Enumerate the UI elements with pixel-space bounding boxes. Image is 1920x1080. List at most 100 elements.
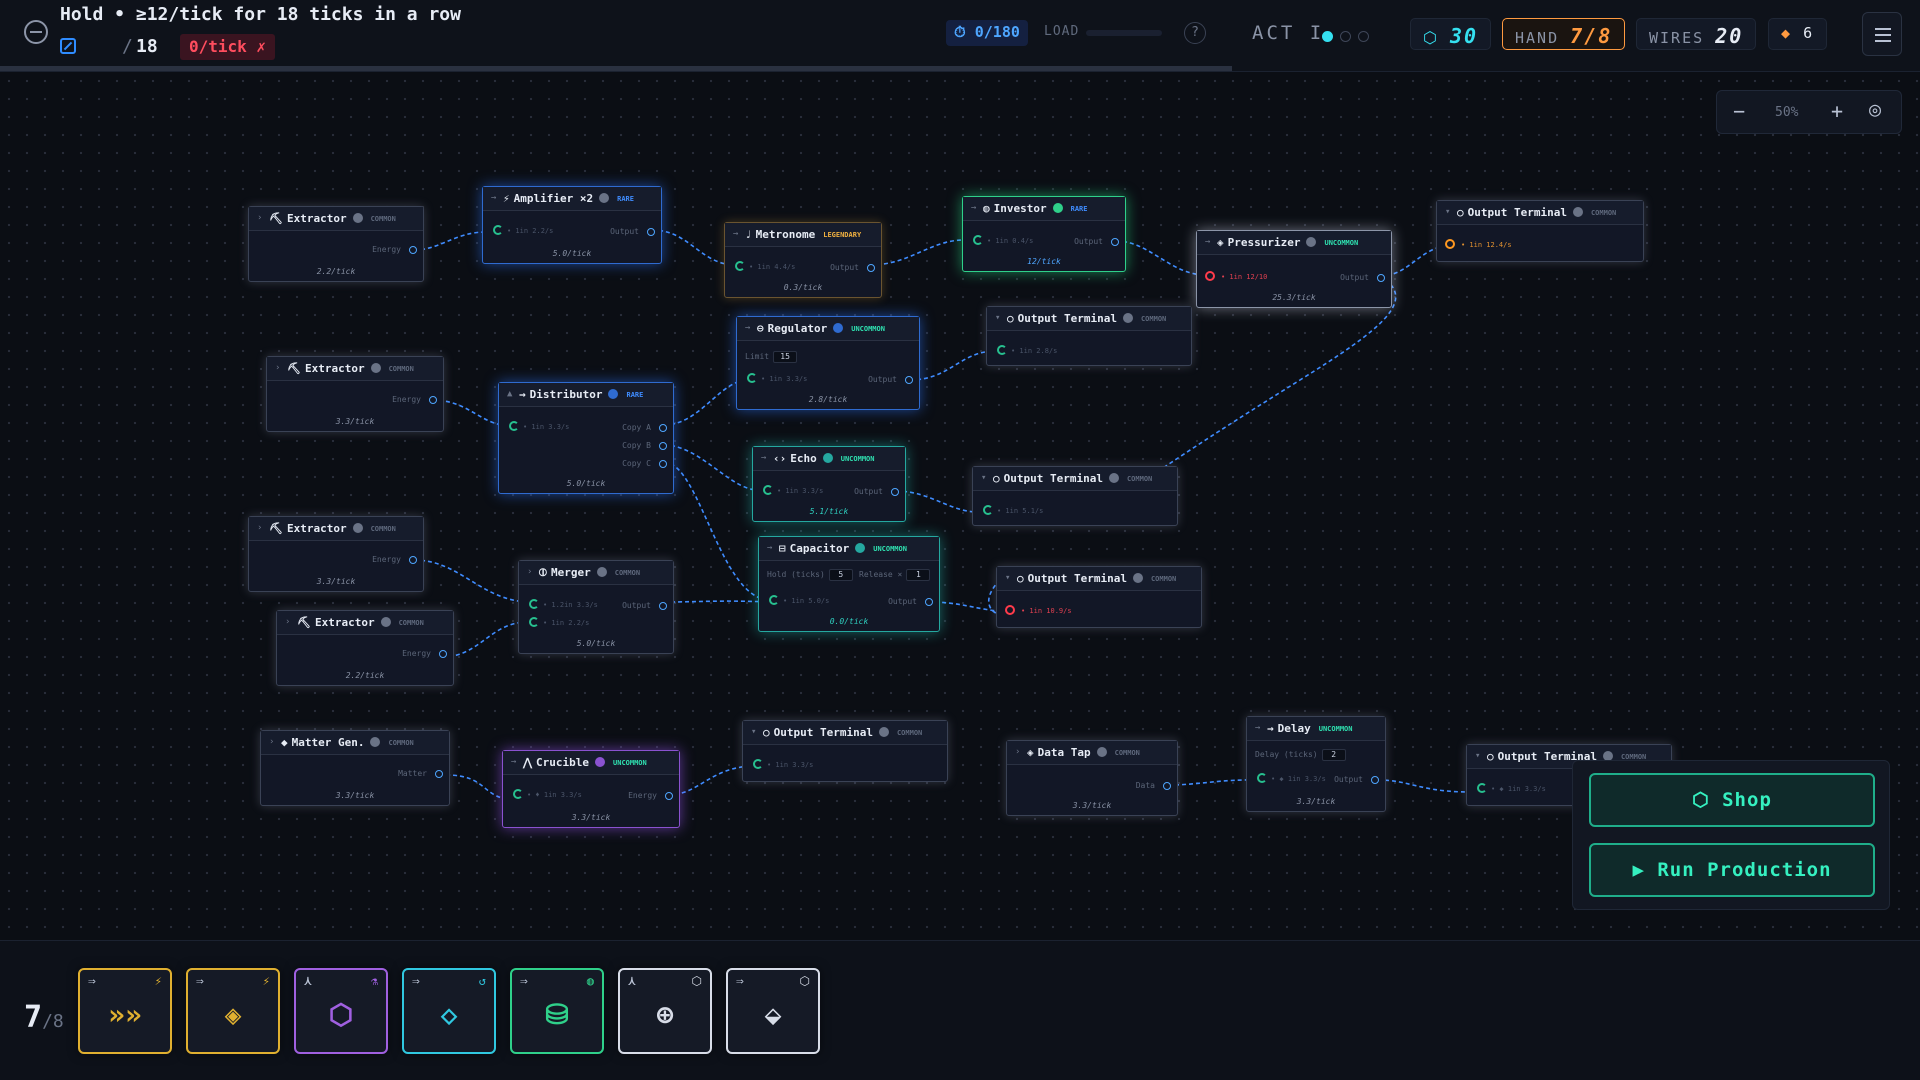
info-icon[interactable] — [1052, 203, 1063, 213]
info-icon[interactable] — [1132, 573, 1143, 583]
input-port[interactable] — [1257, 773, 1267, 783]
input-port[interactable] — [973, 235, 983, 245]
collapse-icon[interactable]: › — [269, 737, 275, 747]
hand-card[interactable]: ⇒⚡◈ — [186, 968, 280, 1054]
input-port[interactable] — [1205, 271, 1215, 281]
info-icon[interactable] — [370, 363, 381, 373]
output-port[interactable] — [647, 228, 655, 236]
collapse-icon[interactable]: ▾ — [981, 473, 987, 483]
collapse-icon[interactable]: → — [511, 757, 517, 767]
info-icon[interactable] — [599, 193, 610, 203]
recenter-icon[interactable]: ◎ — [1869, 97, 1882, 121]
output-port[interactable] — [409, 246, 417, 254]
menu-button[interactable] — [1862, 12, 1902, 56]
output-port[interactable] — [659, 424, 667, 432]
output-port[interactable] — [1371, 776, 1379, 784]
output-port[interactable] — [429, 396, 437, 404]
info-icon[interactable] — [1572, 207, 1583, 217]
output-port[interactable] — [1377, 274, 1385, 282]
shop-button[interactable]: ⬡ Shop — [1589, 773, 1875, 827]
info-icon[interactable] — [608, 389, 619, 399]
collapse-icon[interactable]: › — [1015, 747, 1021, 757]
output-port[interactable] — [891, 488, 899, 496]
collapse-icon[interactable]: → — [767, 543, 773, 553]
info-icon[interactable] — [822, 453, 833, 463]
collapse-icon[interactable]: ▾ — [1445, 207, 1451, 217]
info-icon[interactable] — [878, 727, 889, 737]
input-port[interactable] — [997, 345, 1007, 355]
hand-card[interactable]: ⋏⚗⬡ — [294, 968, 388, 1054]
input-port[interactable] — [1005, 605, 1015, 615]
delay-input[interactable]: 2 — [1321, 749, 1346, 761]
input-port[interactable] — [513, 789, 523, 799]
collapse-icon[interactable]: ▲ — [507, 389, 513, 399]
output-port[interactable] — [439, 650, 447, 658]
input-port[interactable] — [753, 759, 763, 769]
collapse-icon[interactable]: › — [285, 617, 291, 627]
info-icon[interactable] — [352, 213, 363, 223]
input-port[interactable] — [493, 225, 503, 235]
hand-card[interactable]: ⇒↺◇ — [402, 968, 496, 1054]
collapse-icon[interactable]: › — [257, 213, 263, 223]
info-icon[interactable] — [1108, 473, 1119, 483]
collapse-icon[interactable]: → — [745, 323, 751, 333]
collapse-icon[interactable]: → — [971, 203, 977, 213]
collapse-icon[interactable]: ▾ — [751, 727, 757, 737]
output-port[interactable] — [867, 264, 875, 272]
info-icon[interactable] — [380, 617, 391, 627]
hand-card[interactable]: ⇒⬡⬙ — [726, 968, 820, 1054]
collapse-icon[interactable]: → — [1255, 723, 1261, 733]
collapse-icon[interactable]: → — [1205, 237, 1211, 247]
input-port[interactable] — [735, 261, 745, 271]
zoom-out-button[interactable]: − — [1733, 99, 1746, 123]
info-icon[interactable] — [855, 543, 866, 553]
output-port[interactable] — [659, 460, 667, 468]
collapse-icon[interactable]: ▾ — [1475, 751, 1481, 761]
collapse-icon[interactable]: ▾ — [995, 313, 1001, 323]
collapse-icon[interactable]: › — [527, 567, 533, 577]
collapse-icon[interactable]: › — [257, 523, 263, 533]
collapse-icon[interactable]: ▾ — [1005, 573, 1011, 583]
output-port[interactable] — [665, 792, 673, 800]
input-port[interactable] — [509, 421, 519, 431]
info-icon[interactable] — [1122, 313, 1133, 323]
help-button[interactable]: ? — [1184, 22, 1206, 44]
hold-input[interactable]: 5 — [828, 569, 853, 581]
info-icon[interactable] — [1306, 237, 1317, 247]
input-port[interactable] — [1445, 239, 1455, 249]
info-icon[interactable] — [1602, 751, 1613, 761]
output-port[interactable] — [659, 602, 667, 610]
run-production-button[interactable]: ▶ Run Production — [1589, 843, 1875, 897]
node-header[interactable]: › ◆Matter Gen.COMMON — [261, 731, 449, 755]
info-icon[interactable] — [596, 567, 607, 577]
info-icon[interactable] — [833, 323, 844, 333]
input-port[interactable] — [1477, 783, 1487, 793]
